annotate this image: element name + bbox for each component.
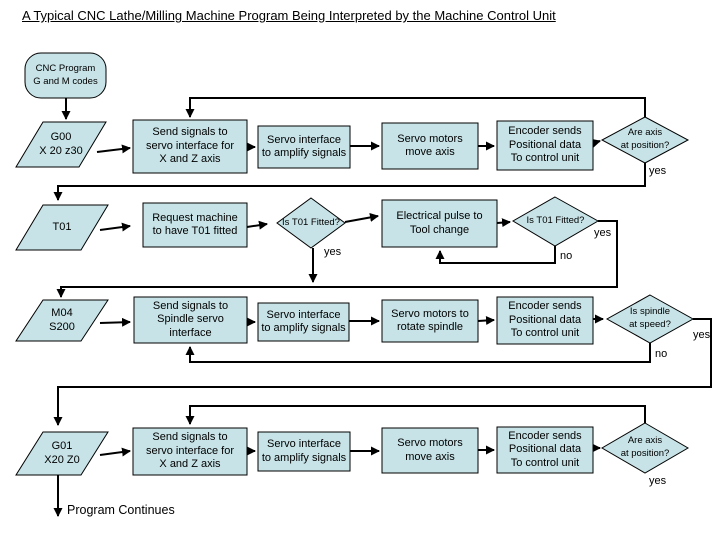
connector-row2-step2-decision2 — [496, 218, 511, 228]
row2-step2: Electrical pulse to Tool change — [396, 210, 483, 236]
row3-step2: Servo interface to amplify signals — [261, 308, 346, 334]
row3-step3-shape — [381, 299, 479, 343]
connector-row1-step4-decision — [591, 138, 601, 148]
row2-step1: Request machine to have T01 fitted — [152, 211, 238, 237]
connector-row2-no-loop — [435, 246, 556, 264]
row3-step1: Send signals to Spindle servo interface — [152, 299, 229, 339]
row4-step2: Servo interface to amplify signals — [261, 438, 347, 464]
row1-step4: Encoder sends Positional data To control… — [508, 125, 582, 165]
row3-no-label: no — [655, 348, 668, 360]
connector-row4-no-loop — [185, 405, 646, 425]
row3-decision: Is spindle at speed? — [629, 306, 671, 330]
input-m04-shape — [15, 299, 109, 342]
row2-decision2: Is T01 Fitted? — [526, 215, 585, 227]
input-g00: G00 X 20 z30 — [39, 131, 83, 157]
row2-decision2-shape — [512, 196, 600, 247]
row3-decision-shape — [605, 294, 695, 344]
row4-step3-shape — [381, 427, 479, 474]
page-title: A Typical CNC Lathe/Milling Machine Prog… — [22, 8, 556, 23]
row2-decision1-shape — [276, 197, 346, 249]
row1-step3-shape — [381, 122, 479, 170]
row2-decision1: Is T01 Fitted? — [282, 216, 340, 228]
row2-decision1-yes-label: yes — [324, 246, 342, 258]
row1-decision-shape — [600, 116, 690, 164]
row1-step4-shape — [496, 120, 594, 171]
connector-row2-decision1-step2 — [344, 213, 379, 223]
input-t01: T01 — [52, 220, 72, 233]
row4-yes-label: yes — [649, 475, 667, 487]
row4-step1: Send signals to servo interface for X an… — [145, 431, 235, 471]
row1-step2: Servo interface to amplify signals — [261, 133, 347, 159]
row4-step3: Servo motors move axis — [397, 437, 463, 463]
start-terminator: CNC Program G and M codes — [33, 62, 98, 87]
connector-t01-step1 — [99, 222, 131, 232]
row2-decision2-yes-label: yes — [594, 227, 612, 239]
input-g01-shape — [15, 431, 109, 476]
row3-yes-label: yes — [693, 329, 711, 341]
row4-step2-shape — [257, 431, 351, 472]
row1-yes-label: yes — [649, 165, 667, 177]
row3-step2-shape — [257, 302, 350, 342]
row3-step4: Encoder sends Positional data To control… — [508, 300, 582, 340]
row4-decision: Are axis at position? — [620, 435, 670, 459]
row4-step4: Encoder sends Positional data To control… — [508, 429, 582, 469]
connector-row3-step3-step4 — [477, 316, 495, 325]
row2-step1-shape — [142, 202, 248, 248]
connector-g01-step1 — [99, 447, 131, 457]
row1-decision: Are axis at position? — [620, 127, 670, 151]
connector-m04-step1 — [99, 317, 131, 327]
connector-row2-step1-decision1 — [246, 220, 268, 230]
row4-step4-shape — [496, 426, 594, 474]
start-terminator-shape — [24, 52, 107, 99]
program-continues-label: Program Continues — [67, 503, 175, 517]
input-g00-shape — [15, 121, 107, 168]
row2-no-label: no — [560, 250, 573, 262]
connector-row1-no-loop — [185, 97, 646, 118]
input-t01-shape — [15, 204, 109, 251]
row4-step1-shape — [132, 427, 248, 476]
row1-step1-shape — [132, 119, 248, 174]
connector-row1-yes-to-t01 — [53, 163, 646, 201]
input-m04: M04 S200 — [49, 307, 75, 333]
input-g01: G01 X20 Z0 — [44, 440, 80, 466]
row1-step3: Servo motors move axis — [397, 132, 463, 158]
connector-row2-yes-to-m04 — [56, 220, 618, 298]
row3-step1-shape — [133, 296, 248, 344]
connector-row3-yes-to-g01 — [53, 318, 712, 426]
row1-step2-shape — [257, 125, 351, 169]
connector-g00-step1 — [96, 144, 131, 154]
row4-decision-shape — [601, 422, 689, 474]
connector-row3-no-loop — [185, 343, 651, 363]
row2-step2-shape — [381, 199, 498, 248]
row3-step4-shape — [496, 296, 594, 345]
row1-step1: Send signals to servo interface for X an… — [145, 126, 235, 166]
row3-step3: Servo motors to rotate spindle — [391, 307, 469, 333]
